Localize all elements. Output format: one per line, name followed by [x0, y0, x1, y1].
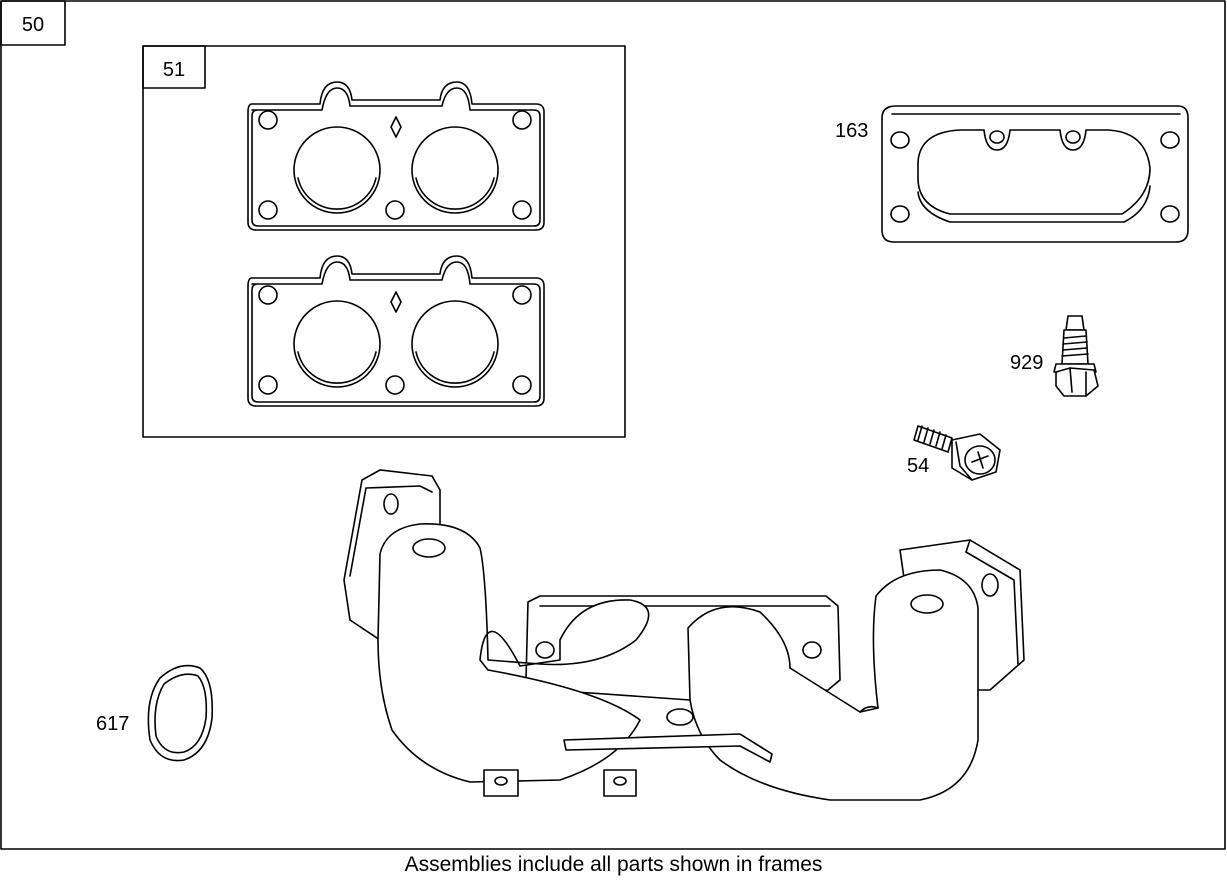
exhaust-gasket-top — [247, 81, 545, 231]
gasket-frame-label: 51 — [163, 59, 185, 81]
phillips-screw-callout: 54 — [907, 455, 929, 477]
diagram-caption: Assemblies include all parts shown in fr… — [404, 853, 823, 876]
gasket-frame — [142, 45, 626, 438]
assembly-frame-label: 50 — [22, 14, 44, 36]
shoulder-bolt — [1053, 315, 1099, 397]
assembly-frame — [0, 0, 1226, 850]
ring-gasket-callout: 617 — [96, 713, 129, 735]
exhaust-cover-callout: 163 — [835, 120, 868, 142]
gasket-frame-label-box — [142, 45, 206, 89]
exhaust-gasket-bottom — [247, 255, 545, 407]
shoulder-bolt-callout: 929 — [1010, 352, 1043, 374]
assembly-frame-label-box — [0, 0, 66, 46]
phillips-screw — [913, 425, 1001, 481]
exhaust-cover-gasket — [881, 105, 1189, 243]
exhaust-ring-gasket — [147, 664, 214, 762]
exhaust-manifold — [343, 469, 1025, 801]
